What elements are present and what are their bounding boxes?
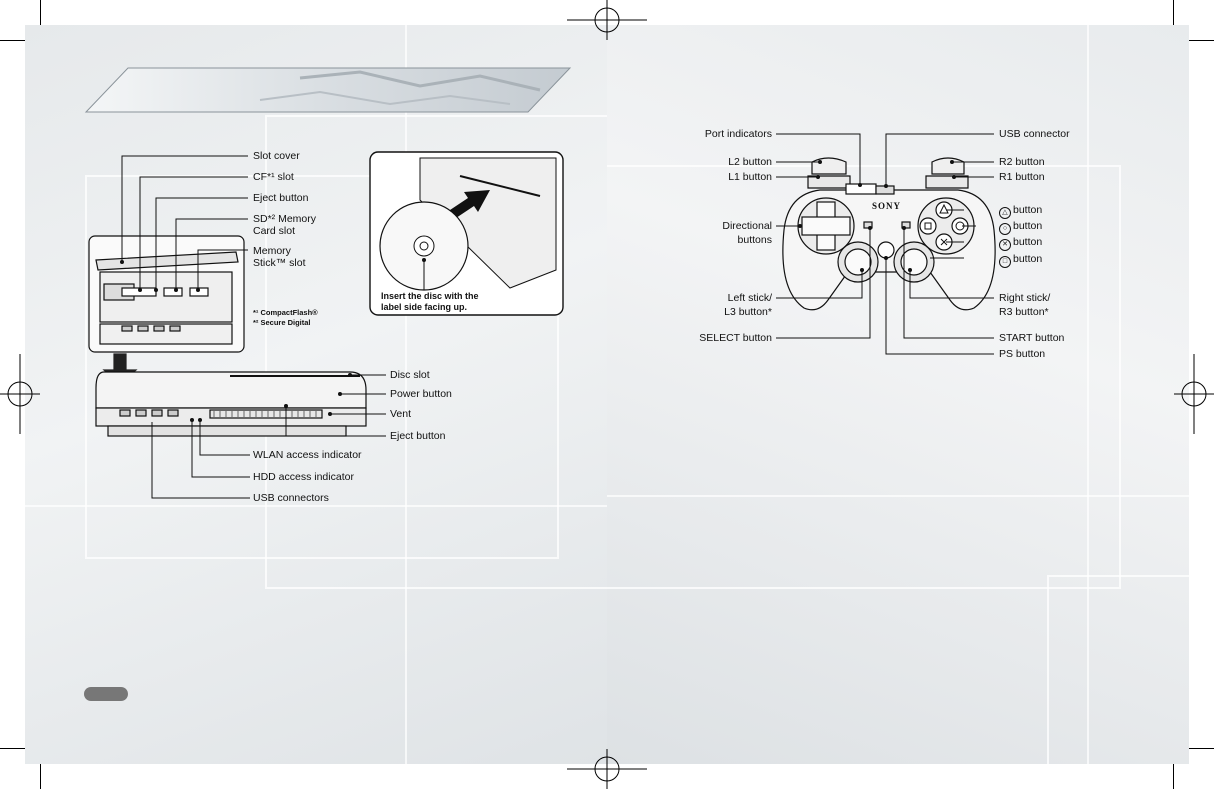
label-ms-slot-2: Stick™ slot [253, 257, 306, 269]
label-ms-slot-1: Memory [253, 245, 291, 257]
label-right-stick-2: R3 button* [999, 306, 1049, 318]
label-vent: Vent [390, 408, 412, 420]
cross-icon: ✕ [999, 239, 1011, 251]
label-r1-button: R1 button [999, 171, 1045, 183]
label-l2-button: L2 button [728, 156, 772, 168]
label-port-indicators: Port indicators [704, 128, 772, 140]
triangle-icon: △ [999, 207, 1011, 219]
crop-mark [1173, 764, 1174, 789]
disc-note-line2: label side facing up. [381, 302, 468, 312]
decorative-frame [85, 175, 559, 559]
label-power-button: Power button [390, 388, 452, 400]
label-cf-slot: CF*¹ slot [253, 171, 294, 183]
square-icon: □ [999, 256, 1011, 268]
label-start-button: START button [999, 332, 1065, 344]
label-eject-button-top: Eject button [253, 192, 309, 204]
right-page [607, 25, 1189, 764]
label-usb-connector: USB connector [999, 128, 1070, 140]
label-slot-cover: Slot cover [253, 150, 300, 162]
label-sd-slot-2: Card slot [253, 225, 296, 237]
label-cross-button: ✕button [999, 236, 1042, 251]
label-directional-1: Directional [722, 220, 772, 232]
decorative-frame [607, 165, 1121, 589]
label-select-button: SELECT button [699, 332, 772, 344]
label-right-stick-1: Right stick/ [999, 292, 1051, 304]
label-wlan-indicator: WLAN access indicator [253, 449, 362, 461]
circle-icon: ○ [999, 223, 1011, 235]
label-left-stick-1: Left stick/ [727, 292, 772, 304]
decorative-line [607, 495, 1189, 497]
crop-mark [0, 40, 25, 41]
controller-brand: SONY [872, 201, 902, 211]
footnote-sd: *² Secure Digital [253, 318, 311, 327]
footnote-cf: *¹ CompactFlash® [253, 308, 318, 317]
square-button-text: button [1013, 253, 1043, 265]
crop-mark [40, 0, 41, 25]
decorative-frame [265, 115, 607, 589]
crop-mark [1173, 0, 1174, 25]
label-left-stick-2: L3 button* [724, 306, 772, 318]
disc-note-line1: Insert the disc with the [381, 291, 479, 301]
crop-mark [1189, 748, 1214, 749]
decorative-line [405, 25, 407, 764]
label-circle-button: ○button [999, 220, 1042, 235]
label-triangle-button: △button [999, 204, 1042, 219]
decorative-line [1087, 25, 1089, 764]
page-number-tab [84, 687, 128, 701]
label-r2-button: R2 button [999, 156, 1045, 168]
triangle-button-text: button [1013, 204, 1043, 216]
label-hdd-indicator: HDD access indicator [253, 471, 354, 483]
crop-mark [0, 748, 25, 749]
label-disc-slot: Disc slot [390, 369, 430, 381]
cross-button-text: button [1013, 236, 1043, 248]
circle-button-text: button [1013, 220, 1043, 232]
label-l1-button: L1 button [728, 171, 772, 183]
label-ps-button: PS button [999, 348, 1046, 360]
label-sd-slot-1: SD*² Memory [253, 213, 317, 225]
label-square-button: □button [999, 253, 1042, 268]
label-usb-connectors: USB connectors [253, 492, 329, 504]
decorative-line [25, 505, 607, 507]
crop-mark [1189, 40, 1214, 41]
decorative-frame [1047, 575, 1189, 764]
crop-mark [40, 764, 41, 789]
label-eject-button: Eject button [390, 430, 446, 442]
label-directional-2: buttons [737, 234, 772, 246]
